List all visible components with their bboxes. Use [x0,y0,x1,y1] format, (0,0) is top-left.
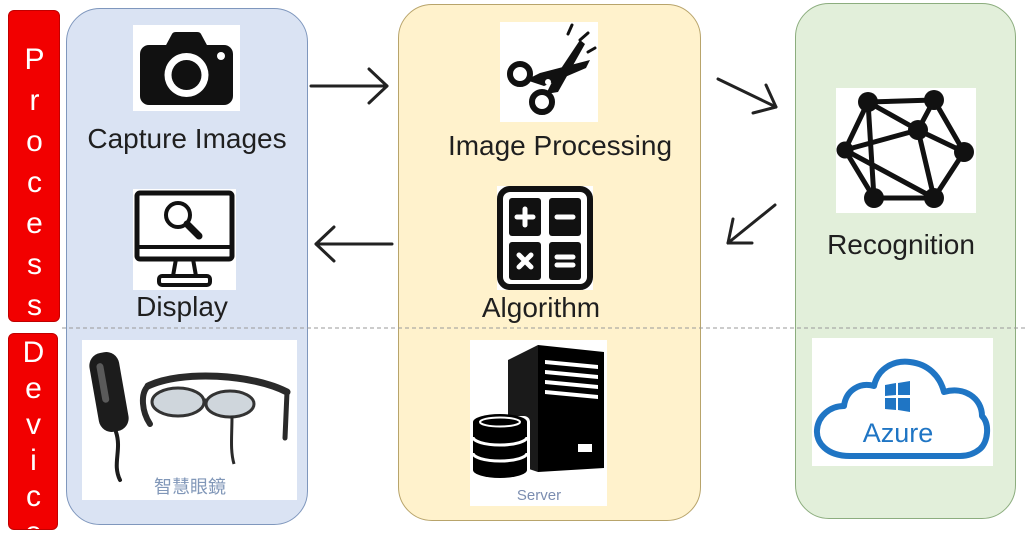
device-label-text: Device [17,336,50,530]
calculator-icon [497,186,593,290]
network-icon [836,88,976,213]
controller-unit [89,352,129,482]
scissors-icon [500,22,598,122]
glasses-frame [140,372,291,465]
algorithm-label: Algorithm [481,292,601,323]
image-processing-label: Image Processing [447,130,673,161]
azure-logo: Azure [812,338,993,466]
windows-logo-icon [885,381,910,412]
process-row-label: Process [8,10,60,322]
device-row-label: Device [8,333,58,530]
database-icon [470,414,530,478]
smart-glasses-image: 智慧眼鏡 [82,340,297,500]
display-label: Display [136,291,228,322]
arrow-left-icon [314,225,394,263]
monitor-magnifier-icon [133,189,236,290]
arrow-right-icon [309,67,389,105]
smart-glasses-caption: 智慧眼鏡 [154,477,226,497]
azure-wordmark: Azure [863,418,934,448]
camera-icon [133,25,240,111]
server-caption: Server [517,487,561,504]
capture-images-label: Capture Images [87,123,287,154]
arrow-down-right-icon [716,77,778,115]
arrow-down-left-icon [726,203,777,245]
server-icon: Server [470,340,607,506]
recognition-label: Recognition [827,229,975,260]
process-label-text: Process [18,43,51,322]
